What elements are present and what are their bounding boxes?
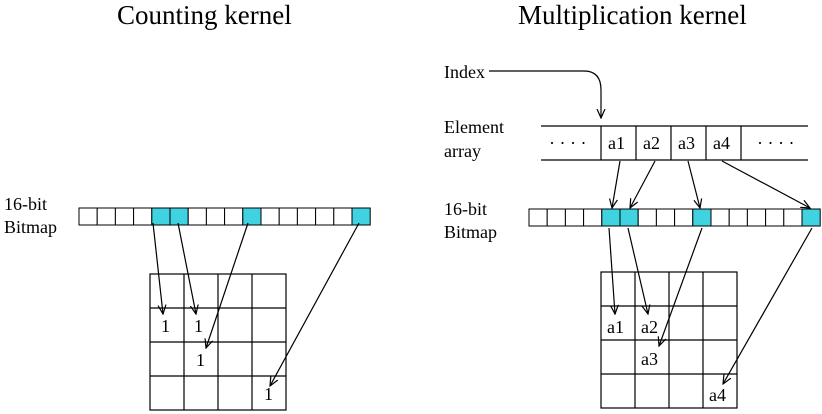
multiplication-kernel-panel: Multiplication kernel Index Element arra…	[444, 0, 821, 409]
bitmap-bit-set	[351, 207, 371, 226]
counting-matrix	[149, 273, 287, 411]
element-to-bit-arrow	[612, 160, 621, 208]
bit-to-cell-arrow	[659, 227, 703, 346]
counting-arrows	[152, 222, 360, 386]
counting-matrix-value: 1	[196, 350, 205, 370]
bitmap-bit-set	[169, 207, 189, 226]
element-array-cell: a2	[643, 133, 660, 153]
bitmap-bit	[296, 207, 317, 226]
mult-matrix-value: a1	[607, 317, 624, 337]
bitmap-bit-set	[619, 208, 639, 227]
bit-to-cell-arrow	[270, 222, 360, 386]
bitmap-bit	[224, 207, 244, 226]
mult-matrix-value: a4	[709, 385, 726, 405]
bitmap-bit	[78, 207, 98, 226]
index-label: Index	[444, 62, 485, 82]
counting-kernel-panel: Counting kernel 16-bit Bitmap 1 1 1 1	[4, 0, 371, 411]
element-array-ellipsis-right: · · · ·	[757, 133, 794, 153]
element-array-label-line1: Element	[444, 117, 504, 137]
counting-bitmap-label-line2: Bitmap	[4, 217, 57, 237]
bitmap-bit	[260, 207, 280, 226]
bitmap-bit	[583, 208, 603, 227]
multiplication-matrix	[600, 271, 738, 409]
index-arrow	[489, 70, 601, 118]
bit-to-cell-arrow	[152, 222, 163, 314]
bitmap-bit-set	[801, 208, 821, 227]
bitmap-bit	[655, 208, 676, 227]
bit-to-cell-arrow	[723, 227, 813, 384]
bitmap-bit	[728, 208, 748, 227]
element-to-bit-arrow	[630, 160, 656, 208]
bit-to-cell-arrow	[608, 227, 615, 314]
bitmap-bit	[710, 208, 730, 227]
mult-matrix-value: a3	[641, 349, 658, 369]
bitmap-bit-set	[601, 208, 621, 227]
element-to-bit-arrow	[687, 160, 700, 208]
bitmap-bit	[546, 208, 566, 227]
bitmap-bit	[674, 208, 694, 227]
element-array-cell: a1	[608, 133, 625, 153]
bitmap-bit	[746, 208, 767, 227]
bitmap-bit	[133, 207, 153, 226]
bitmap-bit	[205, 207, 226, 226]
counting-bitmap	[78, 207, 371, 226]
bitmap-bit	[783, 208, 803, 227]
bitmap-bit	[96, 207, 116, 226]
element-array	[541, 125, 808, 161]
bitmap-bit	[765, 208, 785, 227]
mult-matrix-value: a2	[641, 317, 658, 337]
bitmap-bit	[528, 208, 548, 227]
mult-bitmap-label-line1: 16-bit	[444, 199, 487, 219]
bitmap-bit	[187, 207, 207, 226]
bitmap-bit	[278, 207, 298, 226]
bitmap-bit	[564, 208, 585, 227]
element-array-ellipsis-left: · · · ·	[549, 133, 586, 153]
counting-kernel-title: Counting kernel	[117, 0, 292, 30]
element-to-bit-arrow	[721, 160, 810, 208]
multiplication-bitmap	[528, 208, 821, 227]
bitmap-bit-set	[242, 207, 262, 226]
bitmap-bit	[315, 207, 335, 226]
bitmap-bit	[114, 207, 135, 226]
counting-matrix-value: 1	[194, 316, 203, 336]
bit-to-cell-arrow	[206, 222, 249, 348]
bit-to-cell-arrow	[177, 222, 196, 314]
bitmap-bit-set	[151, 207, 171, 226]
element-array-cell: a3	[678, 133, 695, 153]
bitmap-bit	[333, 207, 353, 226]
element-to-bit-arrows	[612, 160, 810, 208]
element-array-label-line2: array	[444, 141, 481, 161]
multiplication-kernel-title: Multiplication kernel	[518, 0, 747, 30]
counting-bitmap-label-line1: 16-bit	[4, 194, 47, 214]
counting-matrix-value: 1	[161, 316, 170, 336]
bitmap-bit-set	[692, 208, 712, 227]
bitmap-bit	[637, 208, 657, 227]
element-array-cell: a4	[713, 133, 730, 153]
bit-to-cell-arrow	[627, 227, 648, 314]
mult-bit-to-cell-arrows	[608, 227, 813, 384]
mult-bitmap-label-line2: Bitmap	[444, 222, 497, 242]
counting-matrix-value: 1	[264, 384, 273, 404]
